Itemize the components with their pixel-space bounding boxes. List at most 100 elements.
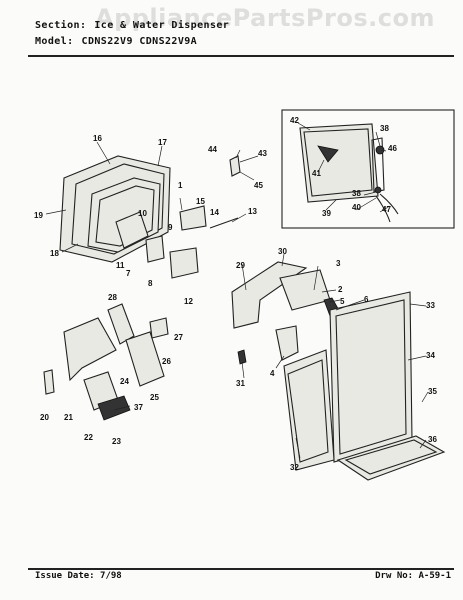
callout-38-bottom: 38 xyxy=(352,189,361,198)
leader-13 xyxy=(231,213,247,223)
spring-clip xyxy=(43,369,55,395)
dispenser-opening xyxy=(95,185,155,247)
callout-43: 43 xyxy=(258,149,267,158)
leader-19 xyxy=(45,209,67,215)
inset-solenoid xyxy=(317,145,339,163)
switch-actuator xyxy=(107,303,135,345)
callout-30: 30 xyxy=(278,247,287,256)
bracket-part xyxy=(169,247,199,279)
callout-25: 25 xyxy=(150,393,159,402)
callout-12: 12 xyxy=(184,297,193,306)
inset-bracket xyxy=(371,137,385,193)
callout-21: 21 xyxy=(64,413,73,422)
callout-6: 6 xyxy=(364,295,369,304)
inset-wire xyxy=(379,193,399,215)
cover-panel xyxy=(329,291,413,463)
callout-17: 17 xyxy=(158,138,167,147)
mount-plate xyxy=(179,205,207,231)
callout-3: 3 xyxy=(336,259,341,268)
front-panel-trim xyxy=(71,163,165,255)
callout-19: 19 xyxy=(34,211,43,220)
model-header: Model: CDNS22V9 CDNS22V9A xyxy=(35,36,197,47)
callout-38-top: 38 xyxy=(380,124,389,133)
watermark: AppliancePartsPros.com xyxy=(95,4,435,32)
callout-40: 40 xyxy=(352,203,361,212)
callout-44: 44 xyxy=(208,145,217,154)
inset-frame xyxy=(281,109,455,229)
inset-detail xyxy=(281,109,455,229)
leader-18 xyxy=(61,243,79,253)
callout-24: 24 xyxy=(120,377,129,386)
chute-inner xyxy=(287,359,329,463)
leader-38-top xyxy=(375,131,381,147)
callout-leaders xyxy=(45,122,429,459)
pad-part xyxy=(97,395,131,421)
callout-4: 4 xyxy=(270,369,275,378)
leader-34 xyxy=(407,355,427,361)
callout-45: 45 xyxy=(254,181,263,190)
callout-31: 31 xyxy=(236,379,245,388)
callout-labels: 16 17 1 15 14 13 10 9 19 18 11 7 8 12 44… xyxy=(34,116,437,472)
leader-17 xyxy=(157,145,163,167)
model-value: CDNS22V9 CDNS22V9A xyxy=(81,36,198,47)
inset-housing-inner xyxy=(303,128,373,197)
model-label: Model: xyxy=(35,36,74,47)
callout-11: 11 xyxy=(116,261,125,270)
callout-34: 34 xyxy=(426,351,435,360)
leader-42 xyxy=(297,122,311,131)
callout-16: 16 xyxy=(93,134,102,143)
callout-47: 47 xyxy=(382,205,391,214)
leader-47 xyxy=(379,205,391,213)
actuator-rod xyxy=(209,217,239,229)
callout-29: 29 xyxy=(236,261,245,270)
section-value: Ice & Water Dispenser xyxy=(94,20,230,31)
issue-date: Issue Date: 7/98 xyxy=(35,571,122,581)
leader-2 xyxy=(321,289,337,293)
switch-part xyxy=(145,235,165,263)
callout-36: 36 xyxy=(428,435,437,444)
leader-44 xyxy=(235,149,241,159)
leader-32 xyxy=(295,437,301,459)
footer-divider xyxy=(28,568,454,570)
callout-2: 2 xyxy=(338,285,343,294)
leader-35 xyxy=(421,391,429,403)
leader-31 xyxy=(241,361,245,379)
leader-16 xyxy=(96,141,111,165)
callout-13: 13 xyxy=(248,207,257,216)
water-valve xyxy=(275,325,299,361)
leader-43 xyxy=(239,155,259,163)
header-divider xyxy=(28,55,454,57)
leader-3 xyxy=(313,265,319,291)
leader-40 xyxy=(355,197,377,211)
inset-connector xyxy=(374,186,382,194)
leader-38-bottom xyxy=(363,191,377,196)
switch-body xyxy=(149,317,169,339)
leader-33 xyxy=(409,303,427,307)
callout-22: 22 xyxy=(84,433,93,442)
drip-tray-grill xyxy=(344,439,438,475)
callout-28: 28 xyxy=(108,293,117,302)
dispenser-lever xyxy=(125,331,165,387)
callout-42: 42 xyxy=(290,116,299,125)
lever-housing xyxy=(63,317,117,382)
callout-8: 8 xyxy=(148,279,153,288)
leader-1 xyxy=(179,197,183,211)
leader-46 xyxy=(381,149,387,152)
screw xyxy=(237,349,247,365)
callout-23: 23 xyxy=(112,437,121,446)
cover-panel-inner xyxy=(335,299,407,455)
callout-33: 33 xyxy=(426,301,435,310)
leader-39 xyxy=(325,199,337,211)
callout-39: 39 xyxy=(322,209,331,218)
leader-29 xyxy=(241,263,247,291)
leader-41 xyxy=(317,159,325,173)
callout-32: 32 xyxy=(290,463,299,472)
rear-housing xyxy=(231,261,446,481)
leader-36 xyxy=(419,439,427,449)
callout-26: 26 xyxy=(162,357,171,366)
callout-14: 14 xyxy=(210,208,219,217)
callout-27: 27 xyxy=(174,333,183,342)
callout-35: 35 xyxy=(428,387,437,396)
